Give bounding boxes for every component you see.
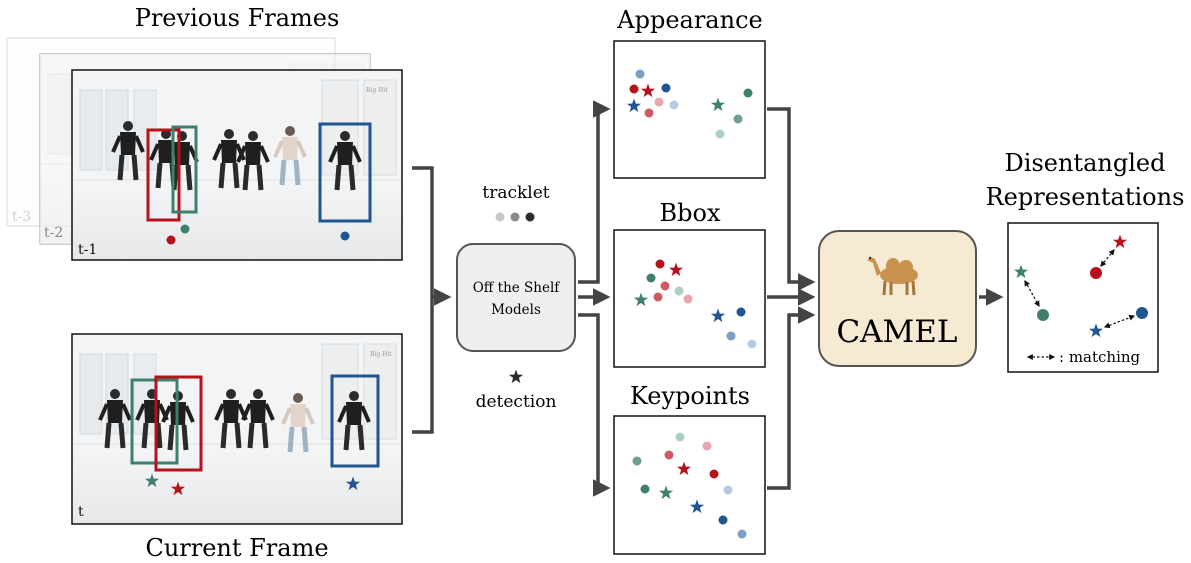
frame-t-1-label: t-1 xyxy=(78,242,97,258)
keypoints-label: Keypoints xyxy=(630,382,750,410)
tracklet-dot-red xyxy=(166,235,176,245)
frame-t-1: Big Hit t-1 xyxy=(71,69,403,261)
bbox-red-t-1 xyxy=(146,128,181,222)
matching-label: : matching xyxy=(1059,348,1141,366)
previous-frames-label: Previous Frames xyxy=(135,4,340,32)
off-the-shelf-models-box: Off the Shelf Models xyxy=(456,243,576,352)
tracklet-dot-teal xyxy=(180,224,190,234)
frames-connector xyxy=(412,166,452,434)
models-label-line2: Models xyxy=(491,302,541,318)
keypoints-panel xyxy=(613,415,766,555)
camel-label: CAMEL xyxy=(836,314,957,350)
frame-t: Big Hit t xyxy=(71,333,403,525)
watermark-t: Big Hit xyxy=(370,351,392,358)
tracklet-legend-dot-2 xyxy=(510,212,520,222)
bbox-red-t xyxy=(154,375,203,472)
disentangled-label-line2: Representations xyxy=(986,183,1185,211)
watermark: Big Hit xyxy=(366,87,388,94)
models-label-line1: Off the Shelf xyxy=(473,280,561,296)
bbox-blue-t-1 xyxy=(318,122,372,223)
camel-emoji-icon xyxy=(867,256,918,296)
bbox-teal-t-1 xyxy=(171,125,198,214)
current-frame-label: Current Frame xyxy=(145,534,328,562)
tracklet-dot-blue xyxy=(340,231,350,241)
panels-to-camel-arrows xyxy=(767,107,816,490)
bbox-panel xyxy=(613,229,766,368)
frame-t-3-label: t-3 xyxy=(12,209,31,225)
tracklet-legend-dot-1 xyxy=(495,212,505,222)
appearance-panel xyxy=(613,40,766,179)
appearance-label: Appearance xyxy=(616,6,762,34)
bbox-blue-t xyxy=(330,374,380,468)
detection-label: detection xyxy=(476,392,557,412)
disentangled-representations-panel: : matching xyxy=(1007,222,1159,373)
tracklet-legend-dot-3 xyxy=(525,212,535,222)
frame-t-label: t xyxy=(78,504,84,520)
frame-t-2-label: t-2 xyxy=(44,225,63,241)
bbox-label: Bbox xyxy=(660,199,721,227)
disentangled-label-line1: Disentangled xyxy=(1005,149,1166,177)
models-to-panels-arrows xyxy=(578,100,611,497)
tracklet-label: tracklet xyxy=(482,183,549,203)
detection-legend-star-icon xyxy=(508,369,524,384)
camel-box: CAMEL xyxy=(818,230,977,367)
